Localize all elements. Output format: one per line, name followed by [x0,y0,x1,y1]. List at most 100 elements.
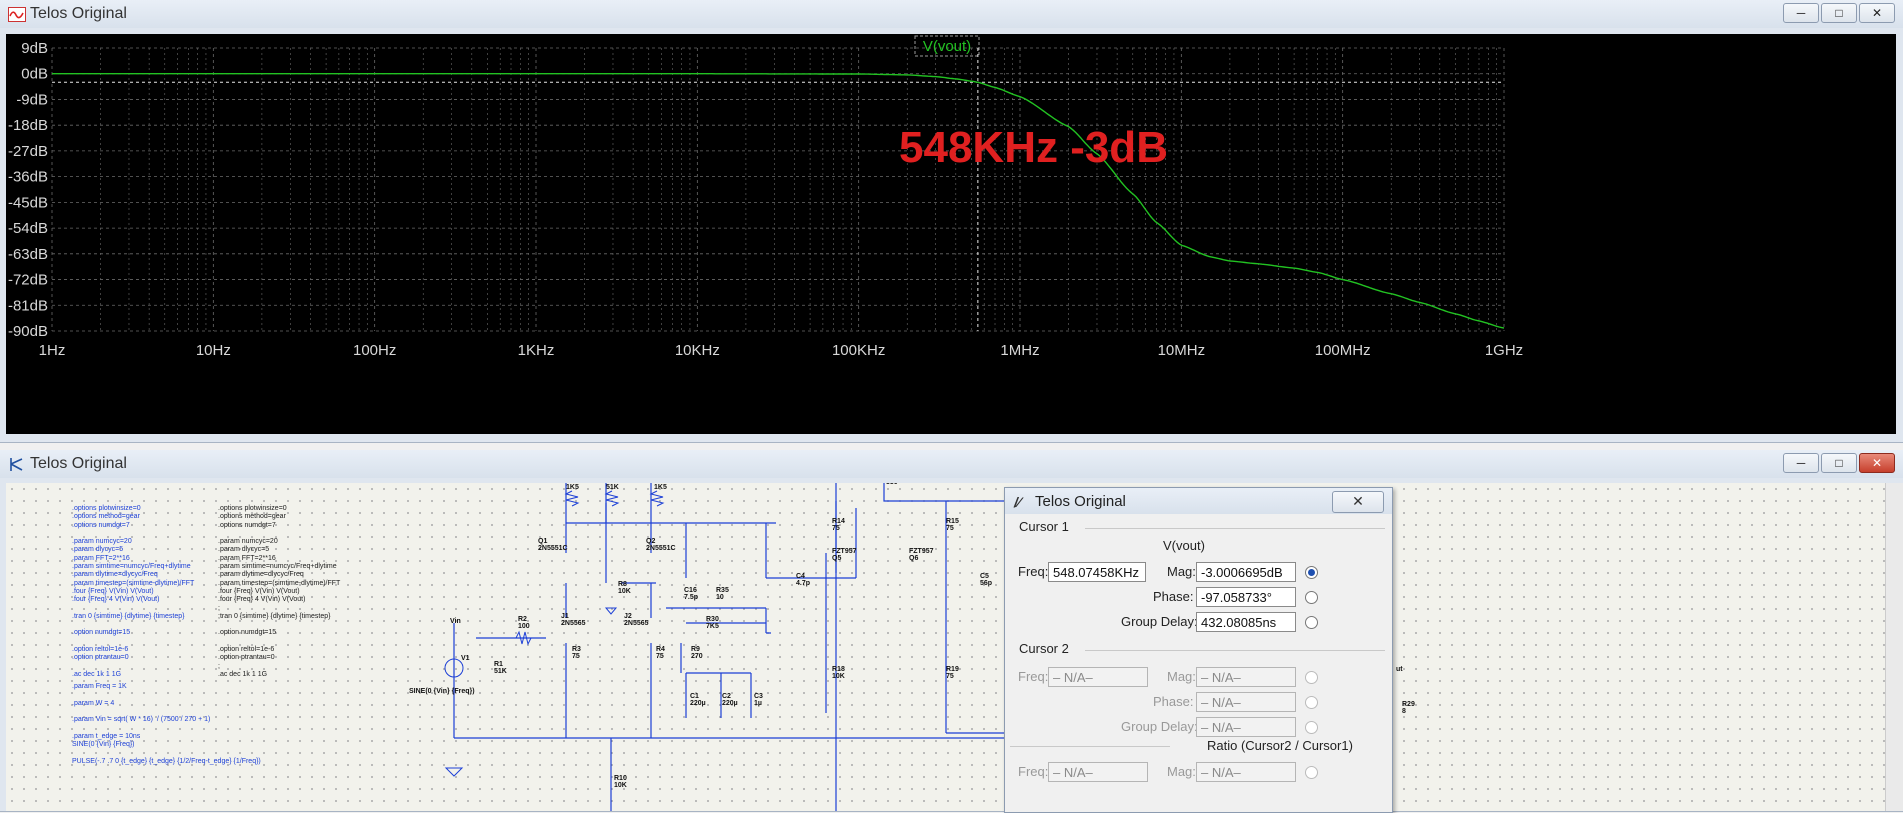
schematic-vertical-scrollbar[interactable] [1885,483,1903,811]
schematic-maximize-button[interactable]: □ [1821,453,1857,473]
comp-1k5a[interactable]: 1K5 [566,484,579,491]
comp-j2[interactable]: J2 2N5565 [624,613,649,627]
comp-c5[interactable]: C5 56p [980,573,993,587]
close-button[interactable]: ✕ [1859,3,1895,23]
comp-c16[interactable]: C16 7.5p [684,587,699,601]
cursor-dialog-close-button[interactable]: ✕ [1332,491,1384,513]
cursor-dialog-title: Telos Original [1035,493,1126,510]
ratio-freq-label: Freq: [1018,764,1049,779]
comp-r14[interactable]: R14 75 [832,518,845,532]
comp-v1[interactable]: V1 [461,655,470,662]
schematic-window-title: Telos Original [30,455,127,472]
comp-c3[interactable]: C3 1µ [754,693,763,707]
cursor2-group-delay-label: Group Delay: [1121,719,1198,734]
spice-directives-active[interactable]: .options plotwinsize=0 .options method=g… [72,505,195,678]
x-tick-label: 100Hz [353,342,396,359]
comp-r35[interactable]: R35 10 [716,587,729,601]
cursor1-mag-field[interactable]: -3.0006695dB [1196,562,1296,582]
schematic-canvas[interactable]: .options plotwinsize=0 .options method=g… [6,483,1886,811]
comp-r1[interactable]: R1 51K [494,661,507,675]
y-tick-label: -72dB [8,272,48,289]
schematic-app-icon [10,458,23,471]
comp-r29[interactable]: R29 8 [1402,701,1415,715]
cursor2-group-delay-radio[interactable] [1305,721,1318,734]
comp-r10[interactable]: R10 10K [614,775,627,789]
cursor1-group-divider [1085,528,1385,529]
plot-title-bar[interactable]: Telos Original ─ □ ✕ [0,0,1903,28]
y-tick-label: -63dB [8,246,48,263]
schematic-title-bar[interactable]: Telos Original ─ □ ✕ [0,450,1903,478]
comp-r19[interactable]: R19 75 [946,666,959,680]
comp-r15[interactable]: R15 75 [946,518,959,532]
ratio-group-divider [1010,746,1170,747]
plot-background [6,34,1896,434]
comp-r9[interactable]: R9 270 [691,646,703,660]
x-tick-label: 1MHz [1000,342,1039,359]
comp-r2[interactable]: R2 100 [518,616,530,630]
waveform-app-icon [8,7,26,22]
cursor1-mag-label: Mag: [1167,564,1196,579]
plot-window-title: Telos Original [30,5,127,22]
cursor2-phase-field[interactable]: – N/A– [1196,692,1296,712]
y-tick-label: -54dB [8,220,48,237]
cursor1-trace: V(vout) [1163,538,1205,553]
cursor1-phase-field[interactable]: -97.058733° [1196,587,1296,607]
trace-label-box [914,35,980,57]
cursor1-group-delay-field[interactable]: 432.08085ns [1196,612,1296,632]
y-tick-label: -27dB [8,143,48,160]
cursor1-freq-field[interactable]: 548.07458KHz [1048,562,1146,582]
comp-fzt957-q5[interactable]: FZT957 Q5 [832,548,857,562]
comp-q1[interactable]: Q1 2N5551C [538,538,568,552]
cursor1-phase-label: Phase: [1153,589,1194,604]
schematic-close-button[interactable]: ✕ [1859,453,1895,473]
cursor2-group-delay-field[interactable]: – N/A– [1196,717,1296,737]
x-tick-label: 100KHz [832,342,885,359]
x-tick-label: 1KHz [518,342,555,359]
cursor2-mag-radio[interactable] [1305,671,1318,684]
x-tick-label: 1Hz [39,342,66,359]
comp-r30[interactable]: R30 7K5 [706,616,719,630]
comp-fzt957-q6[interactable]: FZT957 Q6 [909,548,934,562]
comp-q2[interactable]: Q2 2N5551C [646,538,676,552]
minimize-button[interactable]: ─ [1783,3,1819,23]
x-tick-label: 10Hz [196,342,231,359]
comp-r4[interactable]: R4 75 [656,646,665,660]
comp-r3[interactable]: R3 75 [572,646,581,660]
y-tick-label: -36dB [8,169,48,186]
y-tick-label: -90dB [8,323,48,340]
comp-330[interactable]: 330 [886,483,898,486]
schematic-minimize-button[interactable]: ─ [1783,453,1819,473]
ratio-freq-field[interactable]: – N/A– [1048,762,1148,782]
ratio-mag-radio[interactable] [1305,766,1318,779]
trace-label[interactable]: V(vout) [923,38,971,55]
comp-1k5b[interactable]: 1K5 [654,484,667,491]
spice-directives-commented[interactable]: .options plotwinsize=0 .options method=g… [218,505,341,678]
cursor2-phase-radio[interactable] [1305,696,1318,709]
cursor-dialog-title-bar[interactable]: /⁄ Telos Original ✕ [1005,488,1392,514]
cursor1-mag-radio[interactable] [1305,566,1318,579]
comp-c4[interactable]: C4 4.7p [796,573,811,587]
cursor1-phase-radio[interactable] [1305,591,1318,604]
ratio-group-label: Ratio (Cursor2 / Cursor1) [1207,738,1353,753]
comp-r8[interactable]: R8 10K [618,581,631,595]
comp-c1[interactable]: C1 220µ [690,693,706,707]
comp-c2[interactable]: C2 220µ [722,693,738,707]
cursor1-group-delay-radio[interactable] [1305,616,1318,629]
comp-out-label[interactable]: ut [1396,666,1403,673]
annotation-548khz: 548KHz -3dB [899,123,1168,172]
maximize-button[interactable]: □ [1821,3,1857,23]
cursor2-freq-label: Freq: [1018,669,1049,684]
comp-51k[interactable]: 51K [606,484,619,491]
comp-j1[interactable]: J1 2N5565 [561,613,586,627]
cursor2-mag-field[interactable]: – N/A– [1196,667,1296,687]
cursor1-group-label: Cursor 1 [1019,519,1069,534]
cursor2-freq-field[interactable]: – N/A– [1048,667,1148,687]
comp-vin-label[interactable]: Vin [450,618,461,625]
ratio-mag-field[interactable]: – N/A– [1196,762,1296,782]
comp-sine-source[interactable]: SINE(0 {Vin} {Freq}) [409,688,475,695]
comp-r18[interactable]: R18 10K [832,666,845,680]
spice-params[interactable]: .param Freq = 1K .param W = 4 .param Vin… [72,683,261,765]
cursor2-group-label: Cursor 2 [1019,641,1069,656]
